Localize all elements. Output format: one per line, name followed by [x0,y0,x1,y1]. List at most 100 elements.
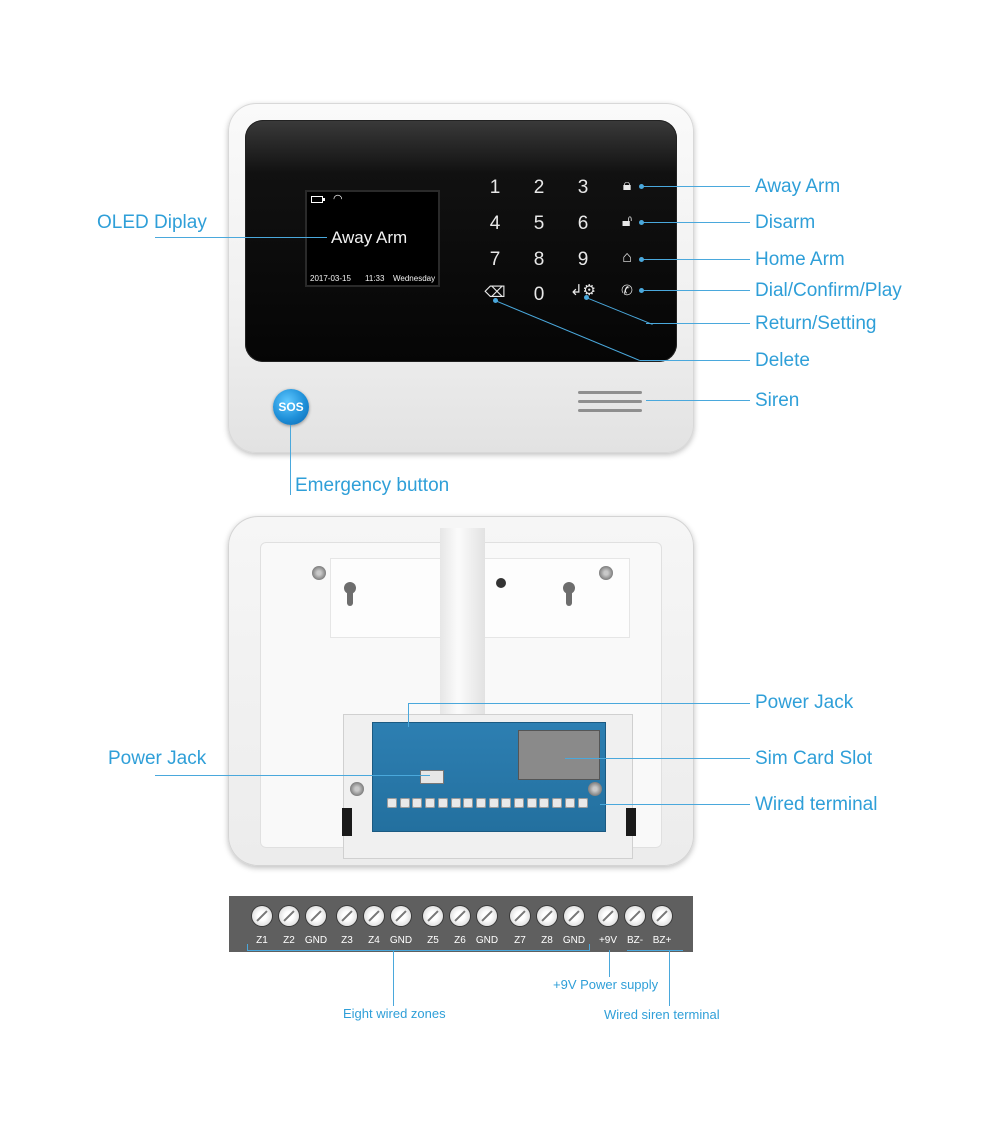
pcb-terminal [488,798,499,808]
screw-icon [350,782,364,796]
terminal-screw-icon [510,906,530,926]
key-3[interactable]: 3 [577,177,589,198]
terminal-label: +9V [598,935,618,946]
screen-status: Away Arm [331,228,408,247]
zones-bracket [247,950,590,951]
disarm-unlock-icon[interactable]: 🔓︎ [621,213,633,230]
terminal-screw-icon [652,906,672,926]
leader-line [646,323,750,324]
key-9[interactable]: 9 [577,249,589,270]
away-arm-lock-icon[interactable]: 🔒︎ [622,177,632,194]
leader-dot [493,298,498,303]
terminal-label: Z1 [256,935,268,946]
dial-confirm-icon[interactable]: ✆ [621,282,633,298]
leader-line [565,758,750,759]
leader-line [642,222,750,223]
callout-return-setting: Return/Setting [755,313,877,334]
reset-hole [496,578,506,588]
home-arm-icon[interactable]: ⌂ [622,249,632,266]
callout-delete: Delete [755,350,810,371]
pcb-terminal [577,798,588,808]
pcb-terminal [514,798,524,808]
label-power-supply: +9V Power supply [553,977,659,992]
siren-grille-slot [578,391,642,394]
label-eight-wired-zones: Eight wired zones [343,1006,446,1021]
terminal-label: GND [389,935,413,946]
key-7[interactable]: 7 [489,249,501,270]
key-8[interactable]: 8 [533,249,545,270]
terminal-screw-icon [279,906,299,926]
terminal-label: Z6 [454,935,466,946]
callout-power-jack-left: Power Jack [108,748,207,769]
screw-icon [312,566,326,580]
key-2[interactable]: 2 [533,177,545,198]
key-6[interactable]: 6 [577,213,589,234]
zones-bracket [247,944,248,951]
callout-siren: Siren [755,390,800,411]
siren-grille-slot [578,400,642,403]
keyhole-mount-icon [561,582,577,612]
terminal-label: Z5 [427,935,439,946]
pcb-terminal [412,798,423,808]
battery-icon [311,196,323,203]
terminal-label: Z8 [541,935,553,946]
key-4[interactable]: 4 [489,213,501,234]
terminal-label: GND [304,935,328,946]
terminal-label: GND [475,935,499,946]
pcb-terminal [552,798,563,808]
terminal-label: Z3 [341,935,353,946]
leader-line [642,186,750,187]
callout-wired-terminal: Wired terminal [755,794,878,815]
leader-line [642,290,750,291]
leader-dot [584,295,589,300]
sim-card-slot[interactable] [518,730,600,780]
return-setting-key-icon[interactable]: ↲⚙ [569,282,596,299]
leader-dot [639,184,644,189]
callout-sim-card-slot: Sim Card Slot [755,748,873,769]
screw-icon [588,782,602,796]
terminal-label: BZ- [626,935,644,946]
leader-line [155,775,430,776]
leader-dot [639,220,644,225]
callout-away-arm: Away Arm [755,176,841,197]
screw-icon [599,566,613,580]
key-5[interactable]: 5 [533,213,545,234]
callout-oled-display: OLED Diplay [97,212,207,233]
terminal-label: Z2 [283,935,295,946]
pcb-terminal [399,798,410,808]
leader-line [640,360,750,361]
key-1[interactable]: 1 [489,177,501,198]
leader-line [408,703,750,704]
pcb-terminal [564,798,575,808]
terminal-screw-icon [337,906,357,926]
foot [342,808,352,836]
terminal-screw-icon [564,906,584,926]
terminal-screw-icon [423,906,443,926]
terminal-screw-icon [450,906,470,926]
pcb-terminal [463,798,474,808]
delete-key-icon[interactable]: ⌫ [484,284,506,301]
leader-line [393,950,394,1006]
terminal-screw-icon [391,906,411,926]
leader-dot [639,288,644,293]
screen-day: Wednesday [393,274,436,283]
screen-date: 2017-03-15 [310,274,351,283]
sos-button[interactable]: SOS [273,389,309,425]
callout-emergency-button: Emergency button [295,475,450,496]
terminal-label: BZ+ [652,935,672,946]
pcb-terminal [450,798,461,808]
terminal-screw-icon [537,906,557,926]
terminal-screw-icon [364,906,384,926]
terminal-screw-icon [598,906,618,926]
leader-line [408,703,409,727]
siren-grille-slot [578,409,642,412]
key-0[interactable]: 0 [533,284,545,305]
leader-dot [639,257,644,262]
pcb-terminal [526,798,537,808]
terminal-label: Z7 [514,935,526,946]
power-jack-connector[interactable] [420,770,444,784]
pcb-terminal [387,798,397,808]
pcb-terminal [539,798,550,808]
pcb-terminal [425,798,436,808]
callout-disarm: Disarm [755,212,816,233]
